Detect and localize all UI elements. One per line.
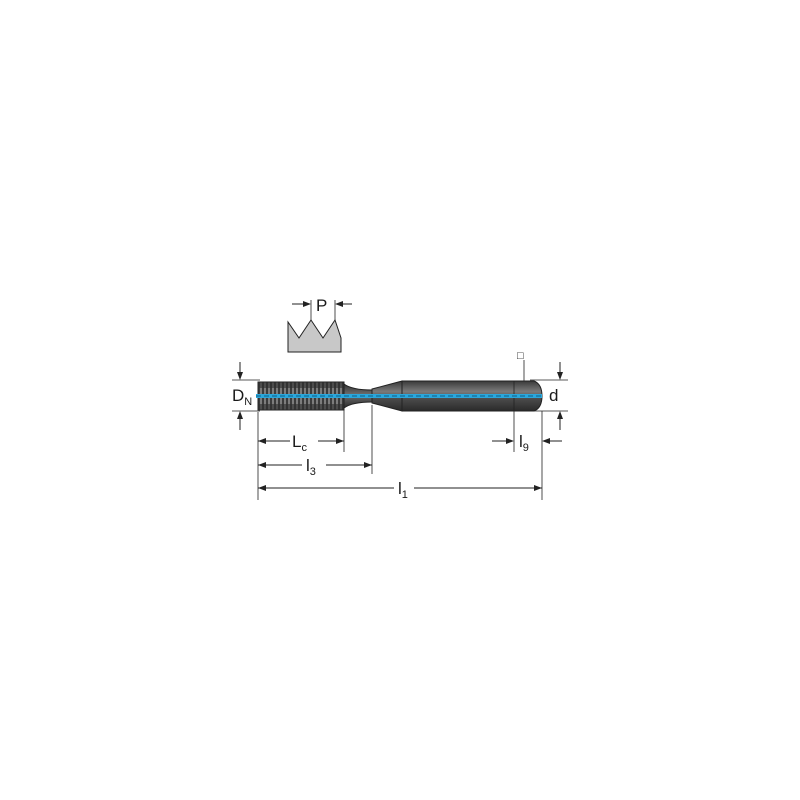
square-symbol: □	[517, 350, 524, 362]
total-length-label: l1	[398, 479, 408, 501]
nominal-diameter-label: DN	[232, 386, 252, 408]
total-length-dimension: l1	[258, 479, 542, 501]
square-length-dimension: l9	[492, 411, 562, 500]
shank-diameter-label: d	[549, 386, 558, 405]
chamfer-length-dimension: Lc	[257, 410, 345, 500]
thread-profile-detail: P	[287, 296, 352, 353]
square-length-label: l9	[519, 432, 529, 454]
nominal-diameter-dimension: DN	[232, 362, 260, 430]
chamfer-length-label: Lc	[292, 432, 307, 454]
neck-length-label: l3	[306, 456, 316, 478]
neck-length-dimension: l3	[258, 405, 373, 478]
square-drive-marker: □	[517, 350, 525, 381]
tap-tool	[256, 380, 543, 412]
pitch-label: P	[316, 296, 327, 315]
shank-diameter-dimension: d	[530, 362, 568, 430]
thread-profile-shape	[287, 318, 342, 353]
